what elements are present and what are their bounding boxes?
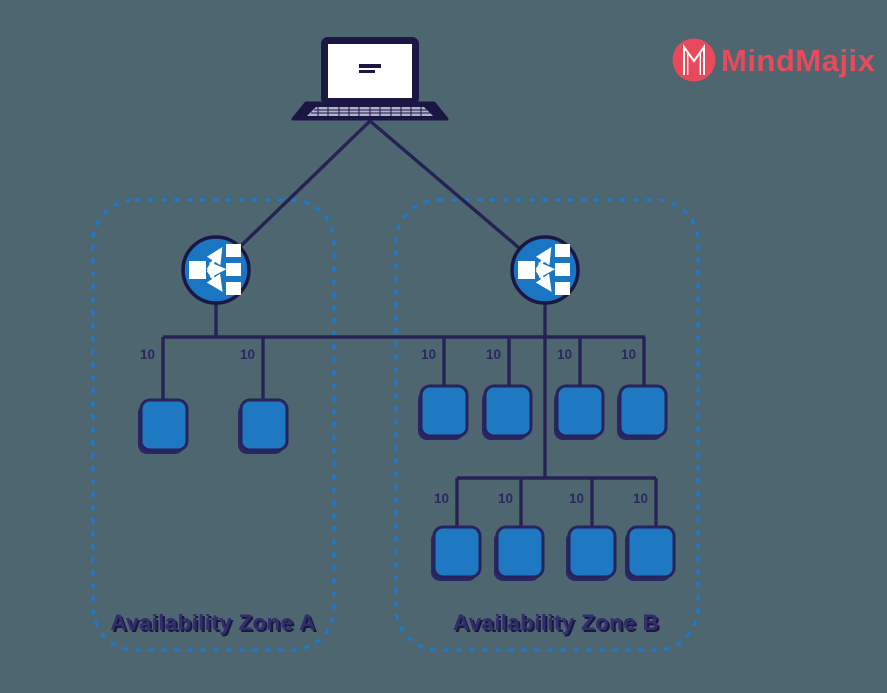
weight-label: 10: [569, 491, 584, 506]
zone-a-label-shadow: Availability Zone A: [112, 612, 317, 637]
keyboard-grid: [311, 107, 430, 116]
connectors: [161, 119, 658, 527]
instance: [239, 398, 289, 452]
instance: [483, 384, 533, 438]
elb-target-square: [226, 244, 241, 257]
instance: [495, 525, 545, 579]
instance-node: [418, 384, 469, 440]
elb-arrows: [206, 246, 227, 292]
elb-target-square: [226, 282, 241, 295]
screen-content-bar: [359, 64, 381, 68]
weight-label: 10: [633, 491, 648, 506]
elb-b-icon: [510, 235, 580, 305]
connector-client-to-elb-a: [214, 119, 372, 272]
weight-label: 10: [434, 491, 449, 506]
instance: [555, 384, 605, 438]
logo-m-glyph: [683, 43, 705, 75]
laptop-hinge: [356, 100, 384, 105]
instance: [618, 384, 668, 438]
weight-label: 10: [486, 347, 501, 362]
weight-label: 10: [421, 347, 436, 362]
weight-label: 10: [140, 347, 155, 362]
instance: [139, 398, 189, 452]
elb-target-square: [555, 244, 570, 257]
weight-label: 10: [498, 491, 513, 506]
instance-node: [482, 384, 533, 440]
zone-b-label-shadow: Availability Zone B: [455, 612, 661, 637]
elb-arrows: [535, 246, 556, 292]
elb-target-square: [226, 263, 241, 276]
instance-node: [566, 525, 617, 581]
elb-target-square: [555, 282, 570, 295]
instance: [419, 384, 469, 438]
elb-source-square: [518, 261, 535, 279]
instance: [626, 525, 676, 579]
mindmajix-logo: MindMajix: [672, 38, 876, 82]
zone-b-instances-row2: [431, 525, 676, 581]
instance-node: [617, 384, 668, 440]
logo-m-inner-strokes: [687, 54, 701, 75]
weight-label: 10: [240, 347, 255, 362]
mindmajix-wordmark: MindMajix: [721, 43, 876, 78]
instance: [432, 525, 482, 579]
instance-node: [554, 384, 605, 440]
zone-b-instances-row1: [418, 384, 668, 440]
zone-b-label: Availability Zone B: [453, 610, 659, 635]
zone-a-instances: [138, 398, 289, 454]
laptop-icon: [291, 37, 449, 121]
weight-label: 10: [557, 347, 572, 362]
instance-node: [494, 525, 545, 581]
screen-content-bar: [359, 70, 375, 73]
instance: [567, 525, 617, 579]
availability-zone-a-box: [91, 198, 336, 652]
connector-client-to-elb-b: [368, 119, 547, 272]
elb-source-square: [189, 261, 206, 279]
weight-labels: 10 10 10 10 10 10 10 10 10 10: [140, 347, 648, 506]
instance-node: [138, 398, 189, 454]
instance-node: [431, 525, 482, 581]
instance-node: [625, 525, 676, 581]
instance-node: [238, 398, 289, 454]
weight-label: 10: [621, 347, 636, 362]
elb-target-square: [555, 263, 570, 276]
zone-a-label: Availability Zone A: [110, 610, 315, 635]
availability-zone-b-box: [394, 198, 700, 652]
mindmajix-logo-icon: [672, 38, 716, 82]
elb-a-icon: [181, 235, 251, 305]
